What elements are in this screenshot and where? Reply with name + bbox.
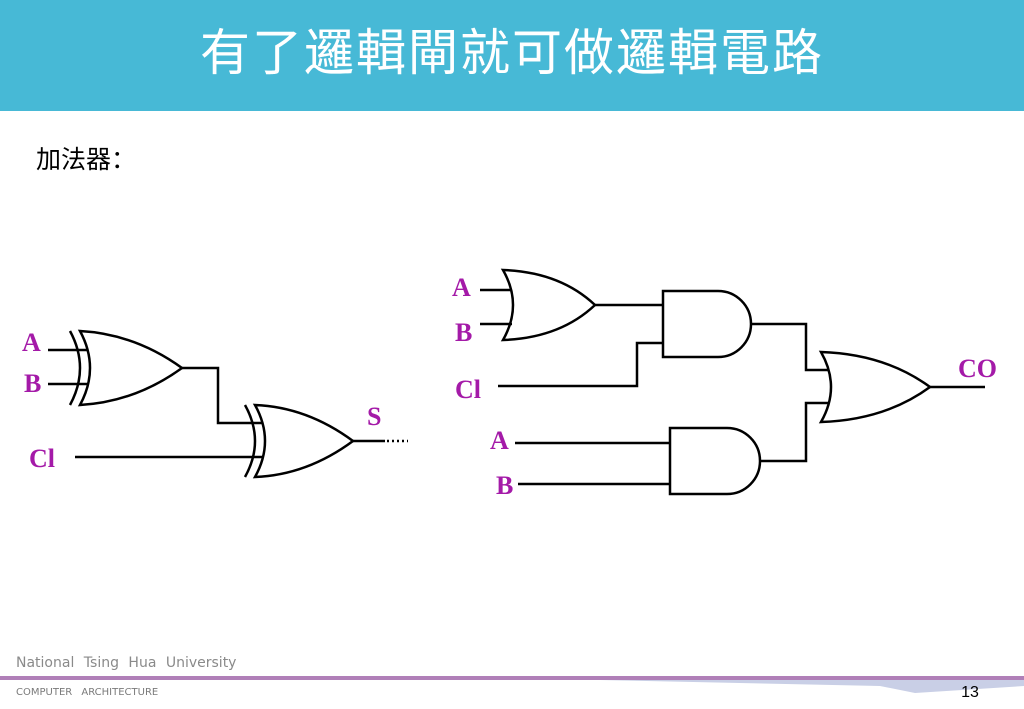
label-ci-carry: Cl [455,375,481,404]
and-gate-2 [668,426,762,496]
sum-circuit-labels: A B Cl S [22,328,381,473]
label-s: S [367,402,381,431]
or-gate-2 [818,350,933,424]
xor-gate-1-back-curve [68,330,82,406]
wire-and2-to-or2 [760,401,829,463]
or-gate-1 [500,268,597,342]
and-gate-1 [661,289,753,359]
title-bar: 有了邏輯閘就可做邏輯電路 [0,0,1024,111]
slide-subtitle: 加法器： [36,145,137,174]
wire-xor1-to-xor2 [182,366,262,425]
sum-circuit [48,329,408,479]
label-co: CO [958,354,997,383]
footer-lines [0,676,1024,693]
page-number: 13 [961,684,979,701]
slide-title: 有了邏輯閘就可做邏輯電路 [200,24,824,82]
label-b2: B [496,471,513,500]
carry-circuit-labels: A B Cl A B CO [452,273,997,500]
footer-university: National Tsing Hua University [16,655,237,671]
label-ci: Cl [29,444,55,473]
wire-and1-to-or2 [751,322,829,372]
xor-gate-1 [77,329,185,407]
footer-swoosh [600,680,1024,693]
label-a1: A [452,273,471,302]
xor-gate-2 [252,403,356,479]
footer-course: COMPUTER ARCHITECTURE [16,687,159,698]
wire-ci-to-and1 [498,341,663,388]
label-a: A [22,328,41,357]
carry-circuit [480,268,985,496]
xor-gate-2-back-curve [243,404,257,478]
label-b: B [24,369,41,398]
label-b1: B [455,318,472,347]
label-a2: A [490,426,509,455]
